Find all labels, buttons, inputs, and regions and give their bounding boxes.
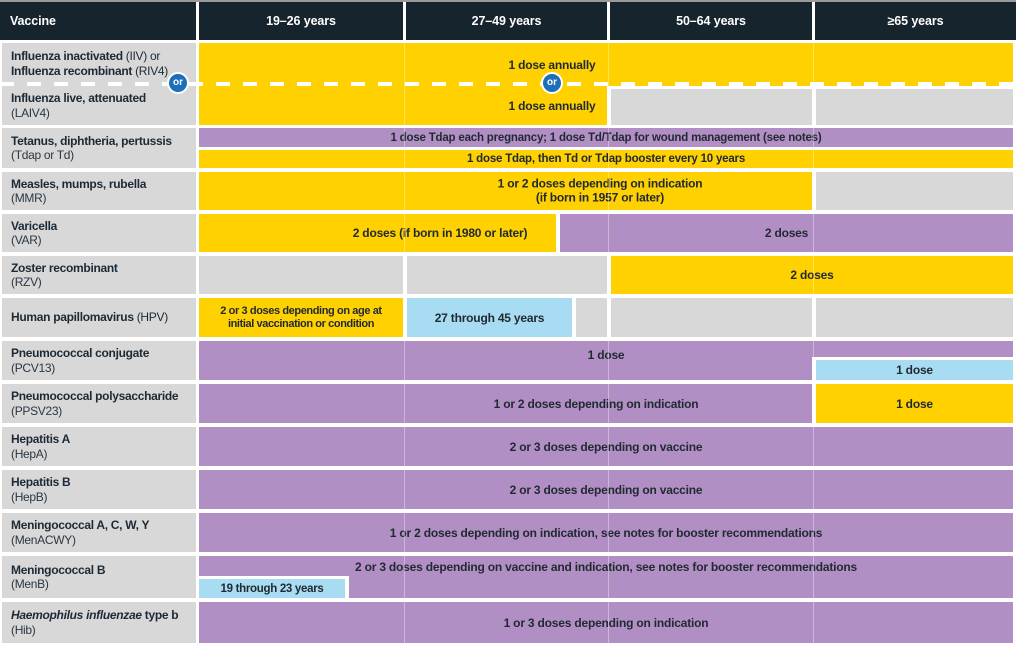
bar-varicella-purple: 2 doses (560, 214, 1013, 252)
bar-ppsv23-purple: 1 or 2 doses depending on indication (199, 384, 812, 423)
row-label-hib: Haemophilus influenzae type b (Hib) (2, 602, 196, 643)
row-hpv: 2 or 3 doses depending on age at initial… (0, 298, 1016, 337)
header-cell-age-65plus: ≥65 years (815, 2, 1016, 40)
row-influenza: 1 dose annually 1 dose annually Influenz… (0, 43, 1016, 125)
row-label-varicella: Varicella (VAR) (2, 214, 196, 252)
header-cell-age-19-26: 19–26 years (199, 2, 403, 40)
header-cell-age-27-49: 27–49 years (406, 2, 607, 40)
cell-zoster-27-49-empty (407, 256, 607, 294)
row-menb: 2 or 3 doses depending on vaccine and in… (0, 556, 1016, 598)
row-label-zoster: Zoster recombinant (RZV) (2, 256, 196, 294)
bar-influenza-laiv4: 1 dose annually (199, 86, 607, 125)
cell-laiv4-65plus-empty (816, 89, 1013, 125)
row-label-mmr: Measles, mumps, rubella (MMR) (2, 172, 196, 210)
label-influenza-iiv-riv4: Influenza inactivated (IIV) or Influenza… (11, 49, 168, 78)
row-ppsv23: 1 or 2 doses depending on indication 1 d… (0, 384, 1016, 423)
cell-hpv-46-49-empty (576, 298, 607, 337)
bar-hib: 1 or 3 doses depending on indication (199, 602, 1013, 643)
or-badge-left: or (167, 72, 189, 94)
row-pcv13: 1 dose 1 dose Pneumococcal conjugate (PC… (0, 341, 1016, 380)
bar-mmr: 1 or 2 doses depending on indication (if… (199, 172, 812, 210)
row-mmr: 1 or 2 doses depending on indication (if… (0, 172, 1016, 210)
cell-mmr-65plus-empty (816, 172, 1013, 210)
bar-tdap-booster: 1 dose Tdap, then Td or Tdap booster eve… (199, 150, 1013, 168)
bar-menacwy: 1 or 2 doses depending on indication, se… (199, 513, 1013, 552)
row-label-hepb: Hepatitis B (HepB) (2, 470, 196, 509)
bar-influenza-iiv-riv4: 1 dose annually (199, 43, 1013, 86)
label-influenza-laiv4: Influenza live, attenuated (LAIV4) (11, 91, 146, 120)
or-badge-center: or (541, 72, 563, 94)
row-hepb: 2 or 3 doses depending on vaccine Hepati… (0, 470, 1016, 509)
bar-pcv13-blue: 1 dose (812, 357, 1013, 380)
top-border (0, 0, 1016, 2)
row-varicella: 2 doses (if born in 1980 or later) 2 dos… (0, 214, 1016, 252)
bar-tdap-pregnancy: 1 dose Tdap each pregnancy; 1 dose Td/Td… (199, 128, 1013, 147)
bar-text: 1 dose (587, 348, 625, 362)
bar-text: 2 or 3 doses depending on age at initial… (220, 304, 382, 330)
cell-zoster-19-26-empty (199, 256, 403, 294)
bar-ppsv23-yellow: 1 dose (816, 384, 1013, 423)
dashed-separator (0, 82, 1016, 86)
bar-text: 2 doses (if born in 1980 or later) (352, 226, 528, 240)
column-gridline (813, 43, 814, 643)
cell-hpv-65plus-empty (816, 298, 1013, 337)
bar-varicella-yellow: 2 doses (if born in 1980 or later) (199, 214, 556, 252)
row-tdap: 1 dose Tdap each pregnancy; 1 dose Td/Td… (0, 128, 1016, 168)
bar-zoster: 2 doses (611, 256, 1013, 294)
header-cell-age-50-64: 50–64 years (610, 2, 812, 40)
cell-hpv-50-64-empty (611, 298, 812, 337)
bar-text: 2 or 3 doses depending on vaccine and in… (354, 560, 858, 574)
column-gridline (404, 43, 405, 643)
bar-hpv-yellow: 2 or 3 doses depending on age at initial… (199, 298, 403, 337)
bar-hpv-blue: 27 through 45 years (407, 298, 572, 337)
row-zoster: 2 doses Zoster recombinant (RZV) (0, 256, 1016, 294)
row-label-menacwy: Meningococcal A, C, W, Y (MenACWY) (2, 513, 196, 552)
bar-text: 1 or 2 doses depending on indication (if… (497, 176, 703, 204)
cell-laiv4-50-64-empty (611, 89, 812, 125)
row-label-ppsv23: Pneumococcal polysaccharide (PPSV23) (2, 384, 196, 423)
row-label-tdap: Tetanus, diphtheria, pertussis (Tdap or … (2, 128, 196, 168)
bar-menb-blue: 19 through 23 years (199, 576, 349, 598)
bar-text: 1 dose annually (508, 57, 596, 72)
header-cell-vaccine: Vaccine (0, 2, 196, 40)
bar-hepa: 2 or 3 doses depending on vaccine (199, 427, 1013, 466)
column-gridline (608, 43, 609, 643)
row-label-hepa: Hepatitis A (HepA) (2, 427, 196, 466)
row-hib: 1 or 3 doses depending on indication Hae… (0, 602, 1016, 643)
row-hepa: 2 or 3 doses depending on vaccine Hepati… (0, 427, 1016, 466)
row-menacwy: 1 or 2 doses depending on indication, se… (0, 513, 1016, 552)
bar-hepb: 2 or 3 doses depending on vaccine (199, 470, 1013, 509)
bar-text: 1 or 2 doses depending on indication (493, 396, 699, 411)
row-label-pcv13: Pneumococcal conjugate (PCV13) (2, 341, 196, 380)
row-label-menb: Meningococcal B (MenB) (2, 556, 196, 598)
row-label-hpv: Human papillomavirus (HPV) (2, 298, 196, 337)
bar-text: 1 dose annually (508, 98, 596, 113)
